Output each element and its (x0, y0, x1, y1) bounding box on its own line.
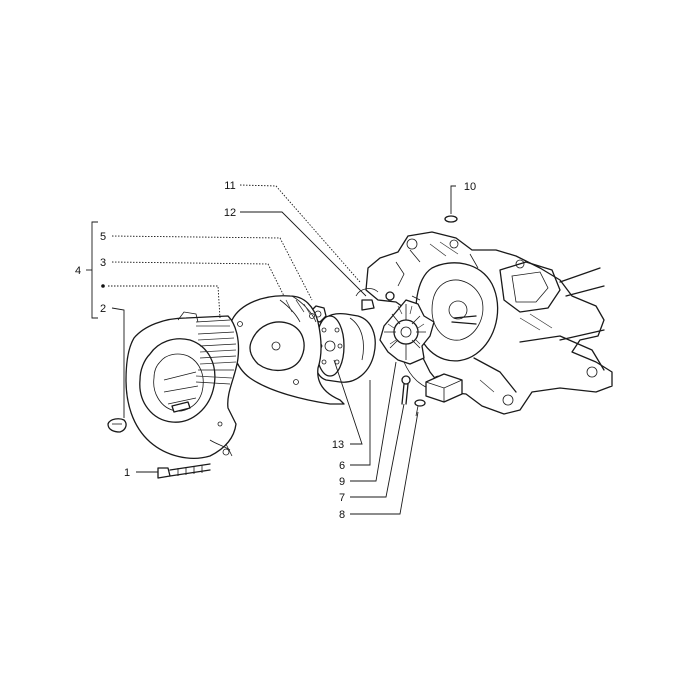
callout-7: 7 (339, 492, 345, 504)
callout-1: 1 (124, 467, 130, 479)
screw (157, 463, 211, 479)
callout-9: 9 (339, 476, 345, 488)
bullet-dot (101, 284, 105, 288)
shaft-fasteners (355, 288, 477, 325)
callout-3: 3 (100, 257, 106, 269)
outer-cover (125, 311, 240, 459)
stator-bolts (401, 375, 426, 417)
pickup-block (425, 373, 463, 403)
callouts: 1 2 3 4 5 6 7 8 9 10 11 12 13 (75, 180, 476, 521)
callout-2: 2 (100, 303, 106, 315)
callout-8: 8 (339, 509, 345, 521)
callout-11: 11 (224, 180, 235, 192)
callout-10: 10 (464, 181, 476, 193)
fan-shroud (230, 295, 345, 405)
callout-6: 6 (339, 460, 345, 472)
leader-lines (86, 184, 456, 515)
callout-5: 5 (100, 231, 106, 243)
stator (379, 299, 441, 393)
callout-4: 4 (75, 265, 81, 277)
callout-13: 13 (332, 439, 344, 451)
small-washer (444, 215, 458, 223)
flywheel (314, 312, 376, 383)
rubber-plug (107, 418, 127, 433)
callout-12: 12 (224, 207, 236, 219)
